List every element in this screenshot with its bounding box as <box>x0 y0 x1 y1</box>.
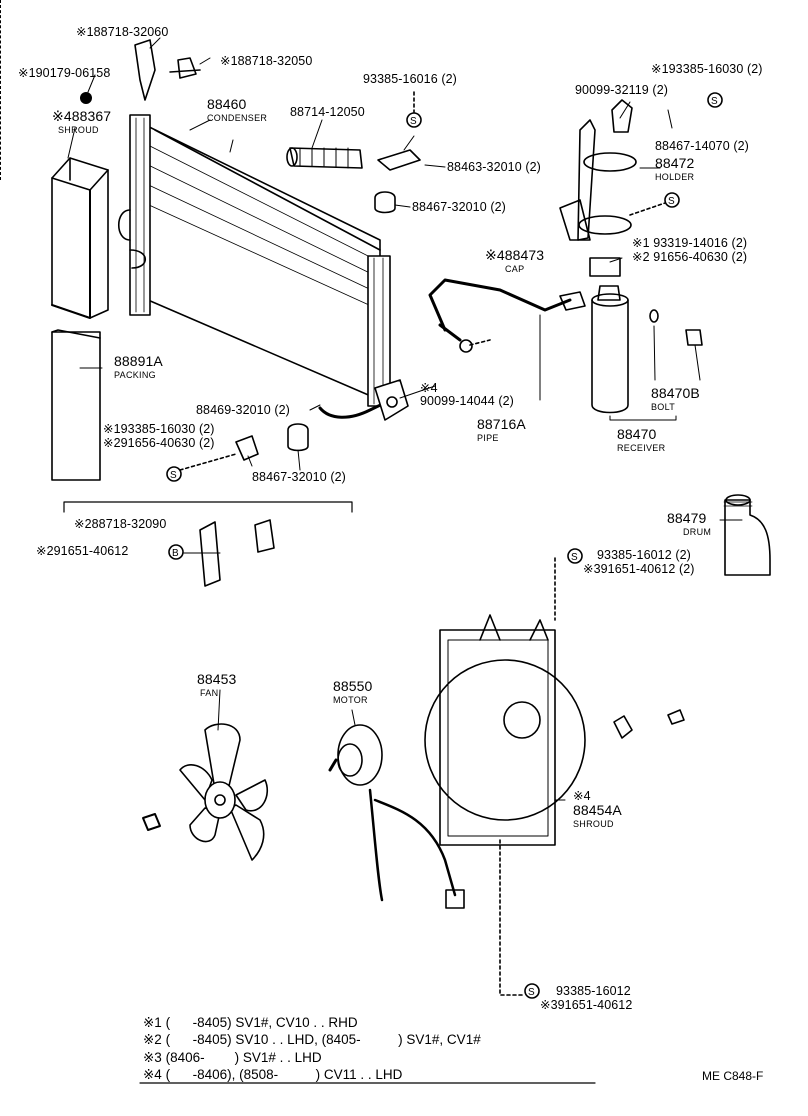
part-caption-13: HOLDER <box>655 172 695 182</box>
part-label-8: 88463-32010 (2) <box>447 160 541 174</box>
part-label-23: 88469-32010 (2) <box>196 403 290 417</box>
part-label-11: ※193385-16030 (2) <box>651 62 763 76</box>
motor-part <box>328 724 465 909</box>
pipe-part <box>428 278 572 332</box>
part-caption-17: PACKING <box>114 370 156 380</box>
part-label-16: ※488473 <box>485 247 545 263</box>
part-label-5: 88460 <box>207 96 247 112</box>
footnote-4: ※4 ( -8406), (8508- ) CV11 . . LHD <box>143 1067 403 1082</box>
footnote-2: ※2 ( -8405) SV10 . . LHD, (8405- ) SV1#,… <box>143 1032 481 1047</box>
part-caption-32: FAN <box>200 688 219 698</box>
part-label-36: 93385-16012 <box>556 984 631 998</box>
part-label-26: 88467-32010 (2) <box>252 470 346 484</box>
part-label-34: ※4 <box>573 789 591 803</box>
part-caption-22: RECEIVER <box>617 443 666 453</box>
part-label-27: ※288718-32090 <box>74 517 167 531</box>
part-label-7: 93385-16016 (2) <box>363 72 457 86</box>
grommet-part <box>374 191 396 214</box>
part-label-9: 88467-32010 (2) <box>412 200 506 214</box>
part-label-19: 90099-14044 (2) <box>420 394 514 408</box>
svg-text:S: S <box>571 552 578 563</box>
part-label-28: ※291651-40612 <box>36 544 129 558</box>
part-label-24: ※193385-16030 (2) <box>103 422 215 436</box>
part-label-22: 88470 <box>617 426 657 442</box>
part-label-12: 88467-14070 (2) <box>655 139 749 153</box>
clip-part-2 <box>199 521 221 587</box>
bolt-part <box>685 329 703 346</box>
part-label-4: ※488367 <box>52 108 112 124</box>
bushing-part <box>235 435 259 461</box>
packing-part <box>51 331 101 481</box>
hose-part <box>286 147 363 169</box>
part-label-15: ※2 91656-40630 (2) <box>632 250 748 264</box>
part-caption-35: SHROUD <box>573 819 614 829</box>
part-caption-33: MOTOR <box>333 695 368 705</box>
part-label-13: 88472 <box>655 155 695 171</box>
part-label-30: 93385-16012 (2) <box>597 548 691 562</box>
svg-text:S: S <box>528 987 535 998</box>
bracket-part <box>377 149 421 171</box>
part-label-21: 88470B <box>651 385 700 401</box>
part-label-33: 88550 <box>333 678 373 694</box>
drum-part <box>723 494 771 576</box>
footnote-1: ※1 ( -8405) SV1#, CV10 . . RHD <box>143 1015 358 1030</box>
part-label-14: ※1 93319-14016 (2) <box>632 236 748 250</box>
fan-shroud-part <box>424 614 586 846</box>
part-caption-20: PIPE <box>477 433 499 443</box>
svg-text:S: S <box>668 196 675 207</box>
grommet-part-2 <box>287 423 309 452</box>
part-label-37: ※391651-40612 <box>540 998 633 1012</box>
part-caption-5: CONDENSER <box>207 113 268 123</box>
receiver-part <box>589 257 629 414</box>
part-label-35: 88454A <box>573 802 622 818</box>
part-label-1: ※188718-32060 <box>76 25 169 39</box>
part-label-32: 88453 <box>197 671 237 687</box>
part-label-10: 90099-32119 (2) <box>575 83 669 97</box>
svg-text:S: S <box>711 96 718 107</box>
part-label-31: ※391651-40612 (2) <box>583 562 695 576</box>
nut-part <box>142 813 161 831</box>
condenser-part <box>117 114 409 421</box>
part-label-18: ※4 <box>420 381 438 395</box>
part-label-2: ※190179-06158 <box>18 66 111 80</box>
part-caption-4: SHROUD <box>58 125 99 135</box>
part-caption-21: BOLT <box>651 402 676 412</box>
clip-part-1 <box>134 39 156 101</box>
part-label-29: 88479 <box>667 510 707 526</box>
o-ring-part <box>649 309 659 323</box>
left-dashed-border <box>0 0 3 180</box>
part-label-3: ※188718-32050 <box>220 54 313 68</box>
part-caption-16: CAP <box>505 264 525 274</box>
diagram-code: ME C848-F <box>702 1069 764 1083</box>
holder-part <box>559 99 637 241</box>
part-label-17: 88891A <box>114 353 163 369</box>
svg-text:S: S <box>410 116 417 127</box>
footnote-3: ※3 (8406- ) SV1# . . LHD <box>143 1050 322 1065</box>
part-caption-29: DRUM <box>683 527 712 537</box>
part-label-20: 88716A <box>477 416 526 432</box>
condenser-shroud-part <box>51 157 109 319</box>
svg-text:S: S <box>170 470 177 481</box>
part-label-6: 88714-12050 <box>290 105 365 119</box>
fan-part <box>179 723 269 861</box>
part-label-25: ※291656-40630 (2) <box>103 436 215 450</box>
svg-text:B: B <box>172 548 179 559</box>
